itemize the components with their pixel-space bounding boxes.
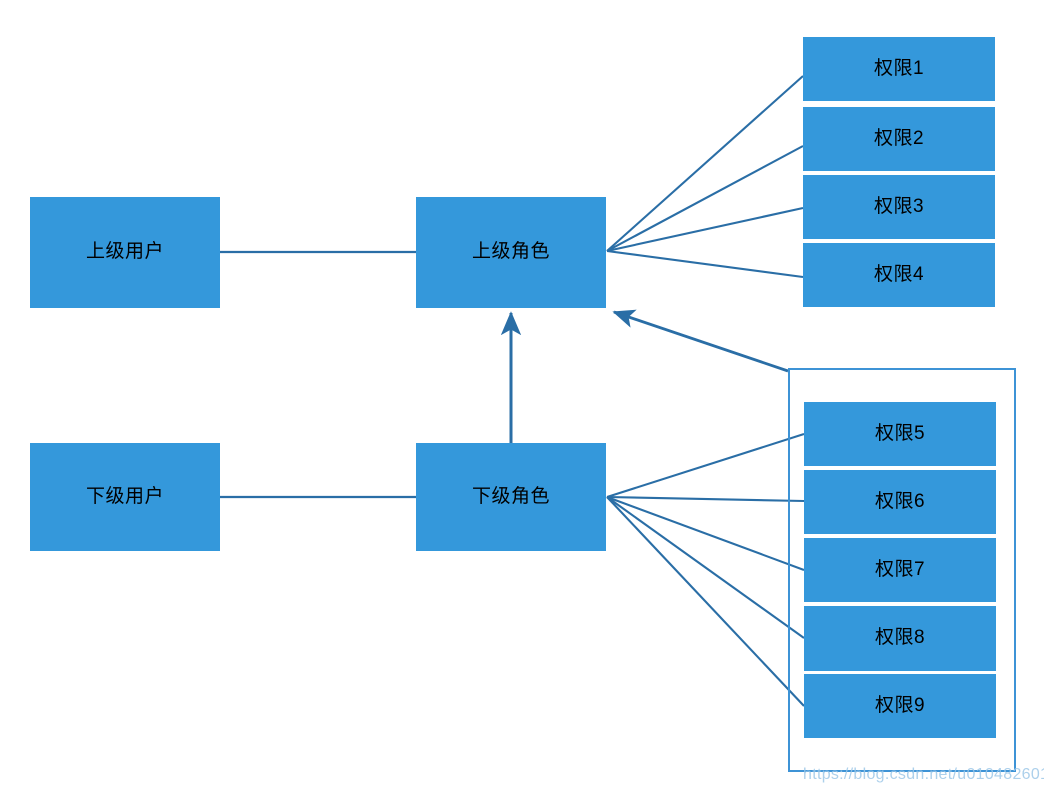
edge-subordinate-role-to-permission-8 [606, 496, 805, 639]
node-permission-5-label: 权限5 [874, 422, 926, 444]
node-subordinate-role-label: 下级角色 [471, 485, 550, 507]
node-superior-user[interactable]: 上级用户 [30, 197, 220, 308]
node-permission-9[interactable]: 权限9 [804, 674, 996, 738]
edge-superior-role-to-permission-3 [606, 206, 804, 253]
node-permission-1[interactable]: 权限1 [803, 37, 995, 101]
node-permission-4[interactable]: 权限4 [803, 243, 995, 307]
node-subordinate-role[interactable]: 下级角色 [416, 443, 606, 551]
node-permission-8-label: 权限8 [874, 627, 926, 649]
edge-subordinate-role-to-permission-6 [606, 495, 805, 503]
node-superior-role-label: 上级角色 [471, 241, 550, 263]
node-permission-7[interactable]: 权限7 [804, 538, 996, 602]
node-subordinate-user-label: 下级用户 [85, 485, 164, 507]
edge-superior-role-to-permission-1 [606, 75, 804, 252]
node-permission-5[interactable]: 权限5 [804, 402, 996, 466]
node-superior-user-label: 上级用户 [85, 241, 164, 263]
edge-subordinate-role-to-permission-5 [606, 432, 805, 499]
node-permission-3[interactable]: 权限3 [803, 175, 995, 239]
edge-subordinate-role-to-permission-7 [606, 496, 805, 571]
node-permission-2[interactable]: 权限2 [803, 107, 995, 171]
node-subordinate-user[interactable]: 下级用户 [30, 443, 220, 551]
node-permission-7-label: 权限7 [874, 558, 926, 580]
edge-subordinate-group-to-superior-role [612, 309, 789, 373]
node-permission-6-label: 权限6 [874, 490, 926, 512]
edge-subordinate-role-to-permission-9 [606, 496, 805, 707]
watermark-text: https://blog.csdn.net/u010482601 [803, 766, 1044, 783]
node-superior-role[interactable]: 上级角色 [416, 197, 606, 308]
node-permission-4-label: 权限4 [873, 263, 925, 285]
edge-superior-role-to-permission-2 [606, 145, 804, 252]
edge-superior-role-to-permission-4 [606, 249, 804, 279]
node-permission-8[interactable]: 权限8 [804, 606, 996, 671]
node-permission-2-label: 权限2 [873, 127, 925, 149]
node-permission-3-label: 权限3 [873, 195, 925, 217]
node-permission-6[interactable]: 权限6 [804, 470, 996, 534]
node-permission-9-label: 权限9 [874, 694, 926, 716]
node-permission-1-label: 权限1 [873, 57, 925, 79]
